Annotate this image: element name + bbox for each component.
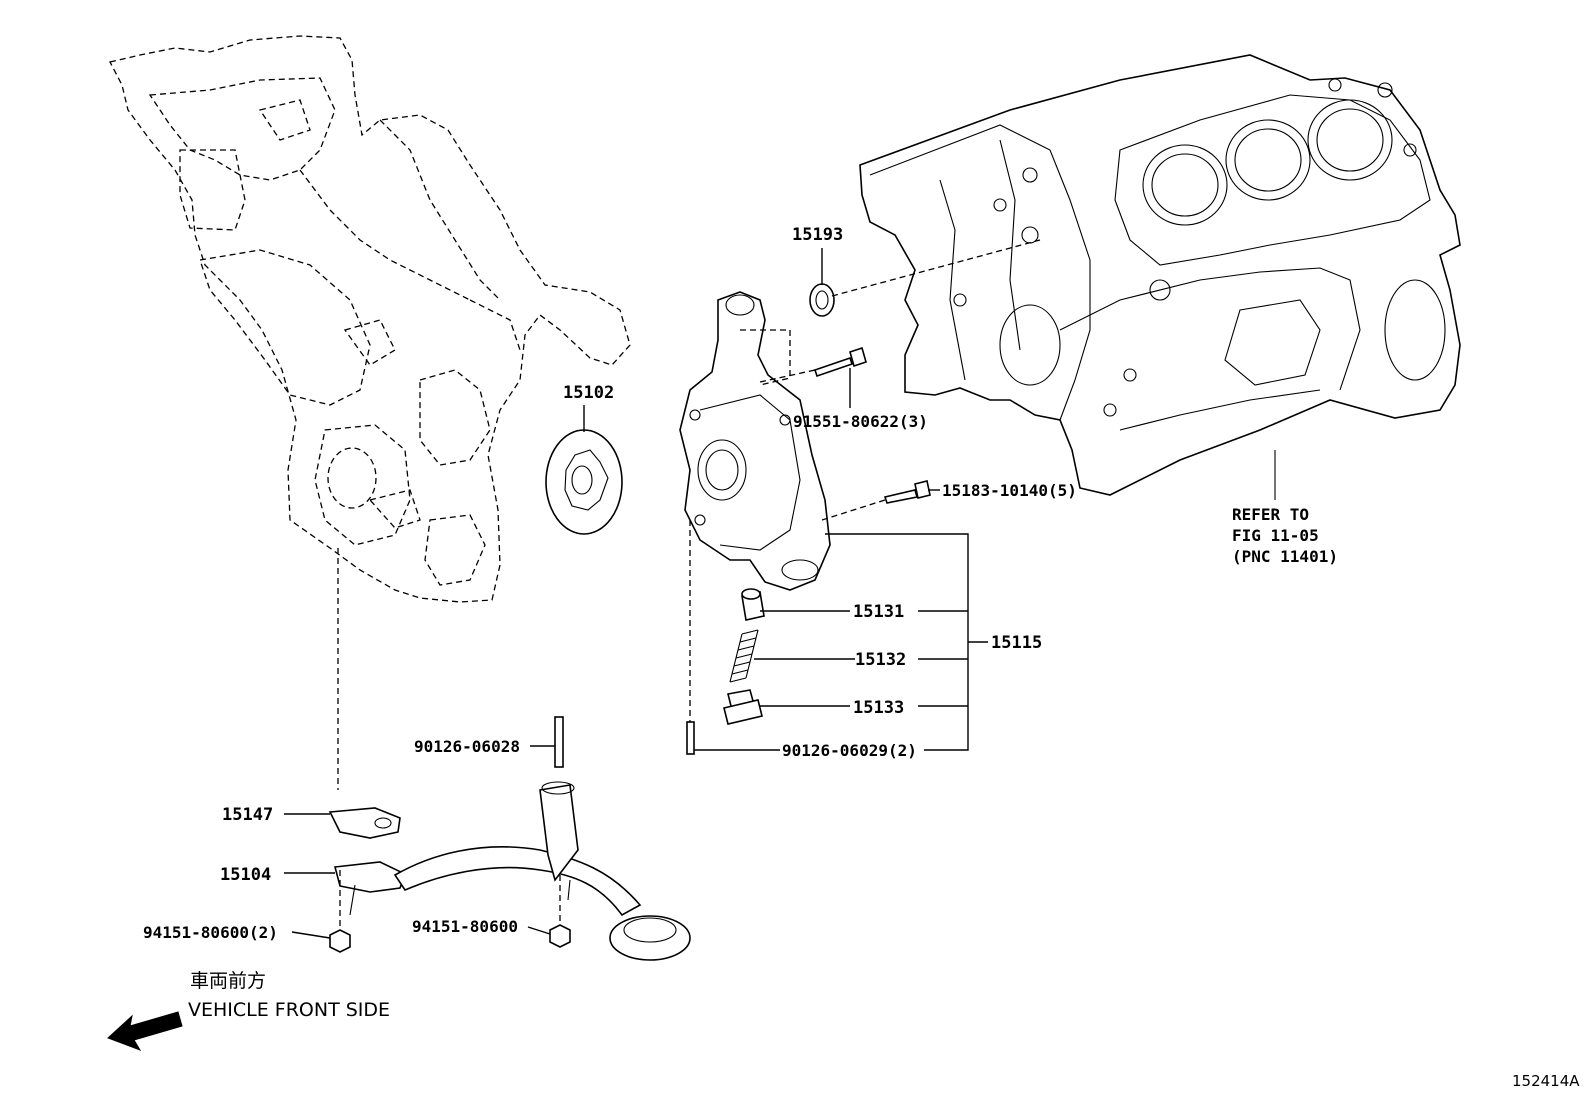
bolt-15183-illustration bbox=[883, 480, 931, 504]
plug-15133-illustration bbox=[723, 689, 763, 725]
figure-id: 152414A bbox=[1512, 1072, 1580, 1090]
nut-94151-right-illustration bbox=[549, 875, 571, 948]
stud-90126-06028-illustration bbox=[554, 716, 564, 768]
label-15133[interactable]: 15133 bbox=[853, 698, 904, 718]
timing-cover-illustration bbox=[109, 35, 631, 790]
label-15131[interactable]: 15131 bbox=[853, 602, 904, 622]
rotor-15102-illustration bbox=[545, 429, 623, 535]
leader-lines bbox=[284, 239, 1041, 939]
label-15115[interactable]: 15115 bbox=[991, 633, 1042, 653]
label-15183-10140[interactable]: 15183-10140(5) bbox=[942, 481, 1077, 500]
bolt-91551-illustration bbox=[813, 346, 867, 378]
label-90126-06028[interactable]: 90126-06028 bbox=[414, 737, 520, 756]
refer-note: REFER TO FIG 11-05 (PNC 11401) bbox=[1232, 505, 1338, 566]
vehicle-front-indicator: 車両前方 VEHICLE FRONT SIDE bbox=[107, 970, 390, 1051]
stud-90126-06029-illustration bbox=[686, 520, 695, 755]
callout-labels: 15193 15102 91551-80622(3) 15183-10140(5… bbox=[143, 225, 1077, 942]
label-15104[interactable]: 15104 bbox=[220, 865, 271, 885]
valve-15131-illustration bbox=[741, 588, 765, 621]
label-90126-06029[interactable]: 90126-06029(2) bbox=[782, 741, 917, 760]
oil-pump-illustration bbox=[679, 291, 831, 591]
label-94151-80600[interactable]: 94151-80600 bbox=[412, 917, 518, 936]
label-15147[interactable]: 15147 bbox=[222, 805, 273, 825]
front-arrow-icon bbox=[107, 1011, 183, 1051]
gasket-15147-illustration bbox=[328, 807, 401, 839]
label-91551-80622[interactable]: 91551-80622(3) bbox=[793, 412, 928, 431]
refer-line-3: (PNC 11401) bbox=[1232, 547, 1338, 566]
front-label-english: VEHICLE FRONT SIDE bbox=[188, 999, 390, 1021]
seal-15193-illustration bbox=[809, 283, 835, 317]
label-15132[interactable]: 15132 bbox=[855, 650, 906, 670]
refer-line-2[interactable]: FIG 11-05 bbox=[1232, 526, 1319, 545]
nut-94151-left-illustration bbox=[329, 870, 351, 953]
strainer-15104-illustration bbox=[333, 781, 691, 961]
front-label-japanese: 車両前方 bbox=[190, 970, 266, 992]
label-94151-80600-2[interactable]: 94151-80600(2) bbox=[143, 923, 278, 942]
refer-line-1: REFER TO bbox=[1232, 505, 1309, 524]
label-15102[interactable]: 15102 bbox=[563, 383, 614, 403]
label-15193[interactable]: 15193 bbox=[792, 225, 843, 245]
spring-15132-illustration bbox=[729, 629, 759, 683]
engine-block-illustration bbox=[859, 54, 1461, 500]
